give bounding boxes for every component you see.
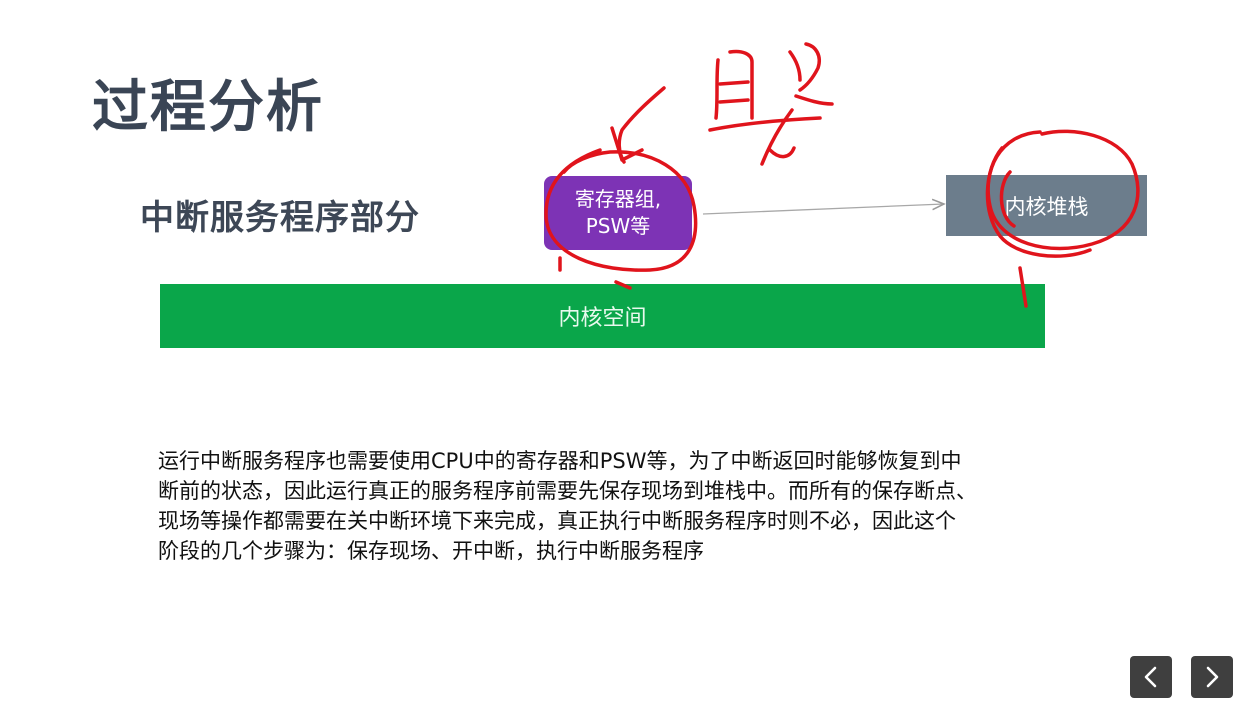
save-arrow [702, 204, 944, 215]
explanation-paragraph: 运行中断服务程序也需要使用CPU中的寄存器和PSW等，为了中断返回时能够恢复到中… [158, 446, 1098, 566]
kernel-stack-label: 内核堆栈 [1004, 194, 1089, 219]
slide-subtitle: 中断服务程序部分 [140, 198, 420, 238]
register-box-line-1: 寄存器组, [574, 187, 662, 211]
slide-title: 过程分析 [92, 75, 324, 140]
kernel-space-label: 内核空间 [558, 306, 647, 331]
kernel-space-bar: 内核空间 [160, 284, 1045, 348]
chevron-left-icon [1144, 666, 1157, 688]
register-box-line-2: PSW等 [585, 214, 651, 238]
previous-slide-button[interactable] [1130, 656, 1172, 698]
next-slide-button[interactable] [1191, 656, 1233, 698]
kernel-stack-box: 内核堆栈 [946, 175, 1147, 236]
paragraph-line-1: 运行中断服务程序也需要使用CPU中的寄存器和PSW等，为了中断返回时能够恢复到中 [158, 449, 962, 473]
chevron-right-icon [1206, 666, 1219, 688]
paragraph-line-2: 断前的状态，因此运行真正的服务程序前需要先保存现场到堆栈中。而所有的保存断点、 [158, 479, 977, 503]
paragraph-line-4: 阶段的几个步骤为：保存现场、开中断，执行中断服务程序 [158, 539, 704, 563]
paragraph-line-3: 现场等操作都需要在关中断环境下来完成，真正执行中断服务程序时则不必，因此这个 [158, 509, 956, 533]
register-group-box: 寄存器组, PSW等 [544, 176, 692, 250]
